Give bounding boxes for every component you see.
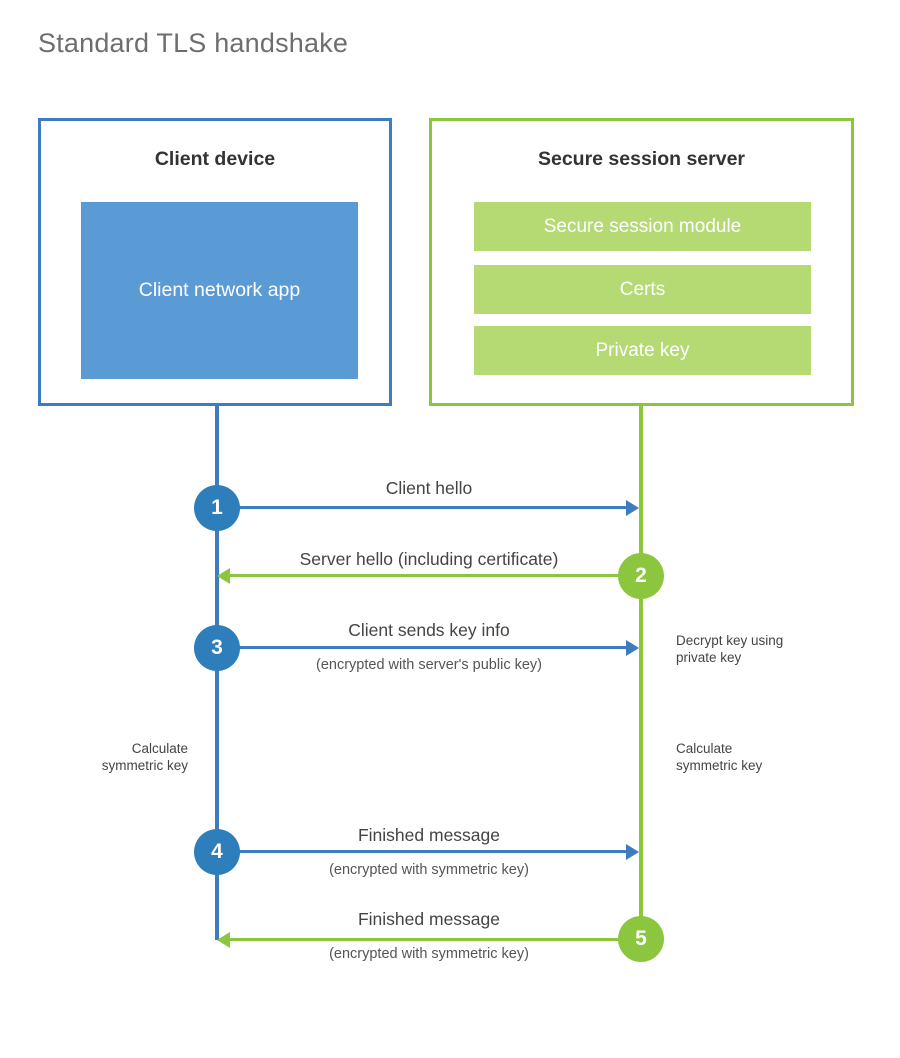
client-network-app-block: Client network app	[81, 202, 358, 379]
step-3-message-sublabel: (encrypted with server's public key)	[316, 657, 542, 673]
client-lifeline	[215, 406, 219, 940]
client-calculate-symmetric-key-note: Calculate symmetric key	[101, 741, 188, 773]
server-calculate-symmetric-key-note: Calculate symmetric key	[676, 741, 763, 773]
server-component-private-key: Private key	[474, 326, 811, 375]
client-network-app-label: Client network app	[138, 279, 301, 301]
step-5-message-sublabel: (encrypted with symmetric key)	[329, 946, 529, 962]
server-component-certs: Certs	[474, 265, 811, 314]
page-title: Standard TLS handshake	[38, 28, 349, 58]
step-4-message-sublabel: (encrypted with symmetric key)	[329, 862, 529, 878]
server-component-label: Certs	[619, 278, 666, 300]
step-2-arrow-head	[217, 567, 230, 584]
step-4-arrow-head	[626, 843, 639, 860]
decrypt-key-note: Decrypt key using private key	[676, 633, 784, 665]
step-5-arrow-head	[217, 931, 230, 948]
step-5-marker: 5	[618, 916, 664, 962]
step-1-marker: 1	[194, 485, 240, 531]
step-2-message-label: Server hello (including certificate)	[299, 549, 559, 569]
step-4-marker: 4	[194, 829, 240, 875]
step-2-arrow-line	[230, 574, 626, 577]
step-4-message-label: Finished message	[357, 825, 501, 845]
server-lifeline	[639, 406, 643, 940]
secure-session-server-box: Secure session server Secure session mod…	[429, 118, 854, 406]
step-3-marker: 3	[194, 625, 240, 671]
secure-session-server-title: Secure session server	[537, 148, 746, 170]
step-number: 2	[635, 564, 647, 587]
step-3-arrow-line	[217, 646, 626, 649]
step-4-arrow-line	[217, 850, 626, 853]
client-device-title: Client device	[154, 148, 276, 170]
step-5-arrow-line	[230, 938, 626, 941]
step-number: 5	[635, 927, 647, 950]
step-1-arrow-head	[626, 499, 639, 516]
step-3-message-label: Client sends key info	[348, 620, 510, 640]
server-component-secure-session-module: Secure session module	[474, 202, 811, 251]
step-number: 4	[211, 840, 223, 863]
step-5-message-label: Finished message	[357, 909, 501, 929]
step-number: 3	[211, 636, 223, 659]
client-device-box: Client device Client network app	[38, 118, 392, 406]
server-component-label: Secure session module	[543, 215, 742, 237]
step-3-arrow-head	[626, 639, 639, 656]
step-number: 1	[211, 496, 223, 519]
step-1-message-label: Client hello	[385, 478, 473, 498]
step-2-marker: 2	[618, 553, 664, 599]
server-component-label: Private key	[595, 339, 690, 361]
step-1-arrow-line	[217, 506, 626, 509]
